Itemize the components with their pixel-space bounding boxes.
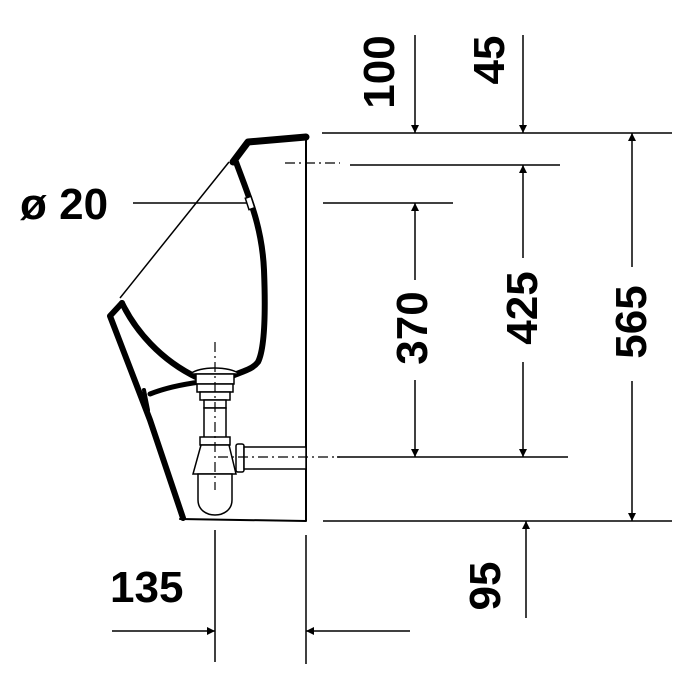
extension-lines: [214, 132, 672, 664]
center-lines: [214, 162, 340, 490]
dimension-label-45: 45: [465, 35, 514, 85]
dimension-label-diameter-20: ø 20: [20, 180, 109, 229]
inlet-opening: [244, 195, 256, 211]
dimension-label-135: 135: [110, 563, 184, 612]
dimension-label-425: 425: [498, 271, 547, 345]
siphon-trap: [187, 367, 307, 516]
dimension-label-95: 95: [461, 561, 510, 611]
dimension-label-370: 370: [388, 291, 437, 365]
dimension-label-100: 100: [355, 35, 404, 109]
dimension-arrows: [112, 35, 636, 635]
dimension-label-565: 565: [607, 285, 656, 359]
diagonal-reference-line: [119, 161, 230, 299]
